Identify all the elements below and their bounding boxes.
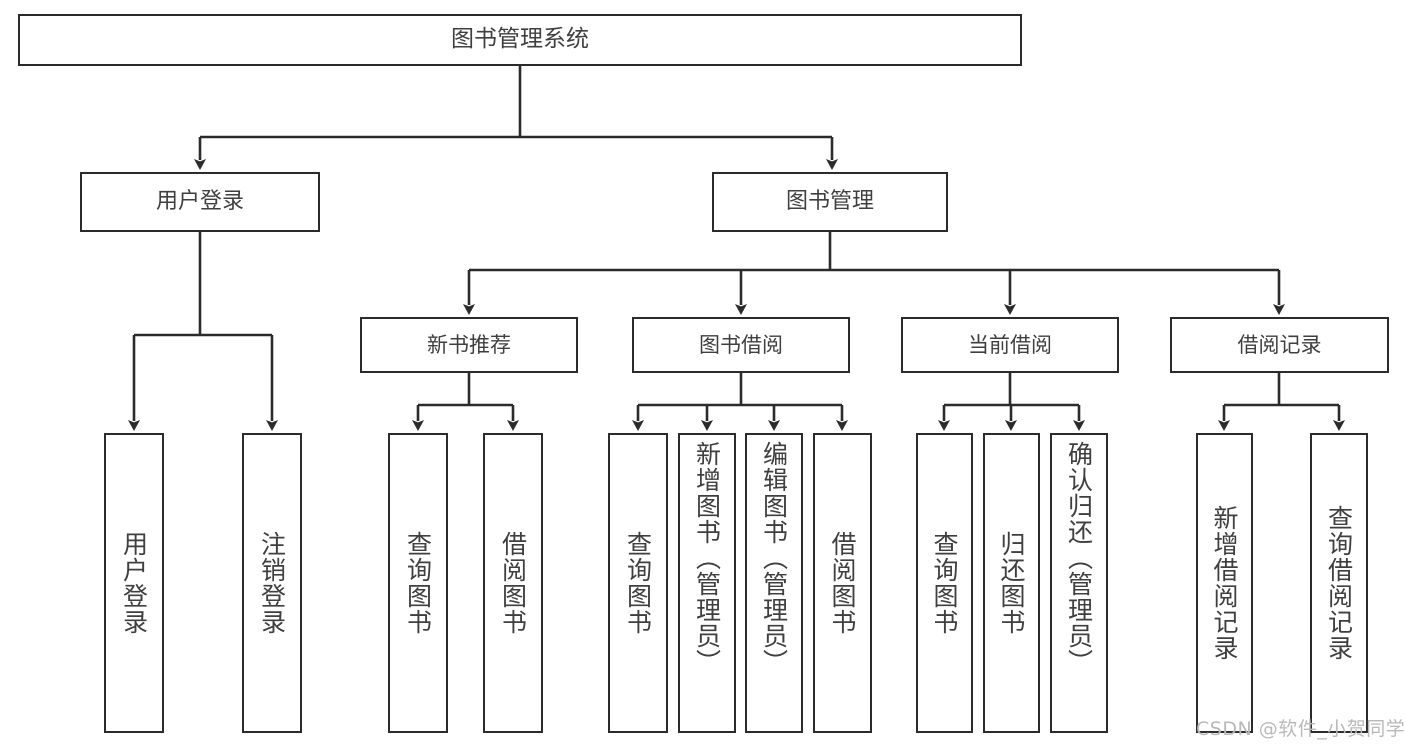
node-label: 编辑图书（管理员）	[759, 441, 789, 675]
node-leaf-query-book-3[interactable]: 查询图书	[916, 433, 973, 733]
node-label: 图书借阅	[699, 332, 783, 357]
node-leaf-query-borrow-record[interactable]: 查询借阅记录	[1310, 433, 1368, 733]
node-leaf-borrow-book-1[interactable]: 借阅图书	[483, 433, 543, 733]
node-leaf-add-borrow-record[interactable]: 新增借阅记录	[1196, 433, 1253, 733]
node-label: 查询图书	[623, 531, 653, 635]
node-leaf-query-book-2[interactable]: 查询图书	[608, 433, 668, 733]
node-label: 借阅图书	[498, 531, 528, 635]
node-label: 用户登录	[155, 189, 244, 215]
node-leaf-add-book[interactable]: 新增图书（管理员）	[678, 433, 736, 733]
node-leaf-confirm-return[interactable]: 确认归还（管理员）	[1050, 433, 1108, 733]
node-label: 新增图书（管理员）	[692, 441, 722, 675]
node-label: 注销登录	[257, 531, 287, 635]
node-label: 确认归还（管理员）	[1064, 441, 1094, 675]
node-label: 查询图书	[930, 531, 959, 635]
node-label: 归还图书	[997, 531, 1026, 635]
node-leaf-edit-book[interactable]: 编辑图书（管理员）	[745, 433, 803, 733]
node-label: 新增借阅记录	[1210, 505, 1239, 661]
node-leaf-query-book-1[interactable]: 查询图书	[388, 433, 448, 733]
node-label: 借阅记录	[1237, 332, 1322, 357]
node-book-borrow[interactable]: 图书借阅	[632, 317, 850, 373]
node-borrow-record[interactable]: 借阅记录	[1170, 317, 1389, 373]
node-label: 图书管理	[785, 189, 874, 215]
node-leaf-user-login[interactable]: 用户登录	[104, 433, 164, 733]
node-root-system[interactable]: 图书管理系统	[18, 14, 1022, 66]
watermark-text: CSDN @软件_小贺同学	[1196, 718, 1405, 740]
node-new-book-recommend[interactable]: 新书推荐	[360, 317, 578, 373]
node-book-manage[interactable]: 图书管理	[712, 172, 948, 232]
node-user-login[interactable]: 用户登录	[80, 172, 320, 232]
node-current-borrow[interactable]: 当前借阅	[901, 317, 1119, 373]
node-label: 当前借阅	[968, 332, 1052, 357]
node-label: 图书管理系统	[451, 26, 589, 53]
node-label: 用户登录	[119, 531, 149, 635]
node-label: 借阅图书	[828, 531, 857, 635]
node-leaf-borrow-book-2[interactable]: 借阅图书	[813, 433, 872, 733]
node-leaf-return-book[interactable]: 归还图书	[983, 433, 1040, 733]
node-label: 查询图书	[403, 531, 433, 635]
node-label: 查询借阅记录	[1324, 505, 1354, 661]
node-leaf-user-logout[interactable]: 注销登录	[242, 433, 302, 733]
node-label: 新书推荐	[427, 332, 511, 357]
